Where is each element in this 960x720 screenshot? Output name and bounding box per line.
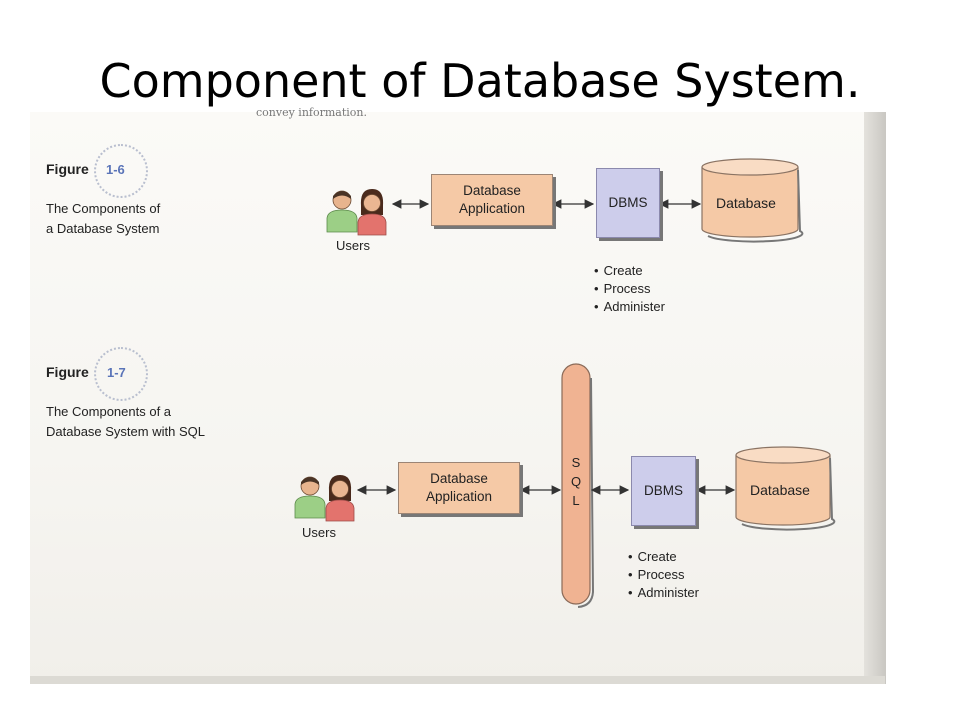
figure2-app-label-line1: Database bbox=[430, 471, 488, 486]
figure2-sql-bar bbox=[561, 363, 595, 608]
figure2-users-label: Users bbox=[302, 525, 336, 540]
figure1-app-label-line1: Database bbox=[463, 183, 521, 198]
figure2-database-application-box: Database Application bbox=[398, 462, 520, 514]
figure2-number-badge bbox=[94, 347, 148, 401]
figure2-sql-letter-s: S bbox=[571, 455, 581, 470]
figure1-number-badge bbox=[94, 144, 148, 198]
figure2-number: 1-7 bbox=[107, 365, 126, 380]
slide-title: Component of Database System. bbox=[99, 54, 861, 108]
scan-bottom-edge bbox=[30, 676, 885, 684]
figure2-label: Figure bbox=[46, 364, 89, 380]
figure1-app-label-line2: Application bbox=[458, 201, 526, 216]
scan-header-snippet: convey information. bbox=[256, 106, 367, 119]
figure1-dbms-label: DBMS bbox=[608, 195, 648, 210]
figure2-dbms-box: DBMS bbox=[631, 456, 696, 526]
figure2-caption: The Components of a Database System with… bbox=[46, 402, 205, 442]
figure2-dbms-functions: Create Process Administer bbox=[628, 548, 699, 602]
figure2-function-process: Process bbox=[628, 566, 699, 584]
figure1-database-label: Database bbox=[716, 195, 776, 211]
figure2-users-icon bbox=[294, 474, 355, 522]
figure1-function-administer: Administer bbox=[594, 298, 665, 316]
figure2-sql-letter-q: Q bbox=[570, 474, 582, 489]
scan-edge bbox=[864, 112, 886, 684]
figure1-label: Figure bbox=[46, 161, 89, 177]
figure1-dbms-functions: Create Process Administer bbox=[594, 262, 665, 316]
figure2-caption-line2: Database System with SQL bbox=[46, 424, 205, 439]
figure2-dbms-label: DBMS bbox=[643, 483, 683, 498]
figure2-database-cylinder bbox=[735, 446, 836, 531]
figure1-caption: The Components of a Database System bbox=[46, 199, 160, 239]
figure2-app-label-line2: Application bbox=[425, 489, 493, 504]
figure1-caption-line1: The Components of bbox=[46, 201, 161, 216]
figure1-database-cylinder bbox=[701, 158, 804, 243]
figure2-sql-letter-l: L bbox=[572, 493, 580, 508]
figure1-users-icon bbox=[326, 188, 387, 236]
figure2-caption-line1: The Components of a bbox=[46, 404, 172, 419]
figure1-function-create: Create bbox=[594, 262, 665, 280]
figure2-database-label: Database bbox=[750, 482, 810, 498]
figure1-caption-line2: a Database System bbox=[46, 221, 160, 236]
figure2-function-create: Create bbox=[628, 548, 699, 566]
figure1-users-label: Users bbox=[336, 238, 370, 253]
figure2-function-administer: Administer bbox=[628, 584, 699, 602]
figure1-dbms-box: DBMS bbox=[596, 168, 660, 238]
figure1-database-application-box: Database Application bbox=[431, 174, 553, 226]
figure1-number: 1-6 bbox=[106, 162, 125, 177]
figure1-function-process: Process bbox=[594, 280, 665, 298]
